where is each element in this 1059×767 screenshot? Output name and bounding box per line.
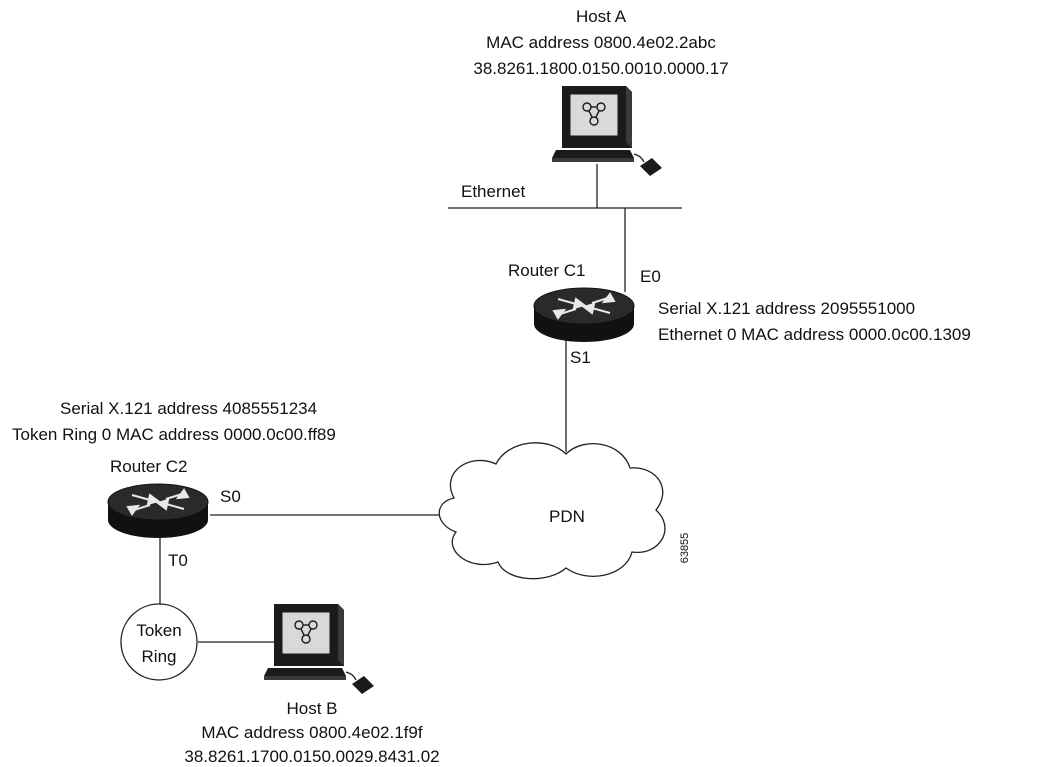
host-a-nsap-address: 38.8261.1800.0150.0010.0000.17 [473, 59, 728, 78]
router-c2-token-ring-mac-address: Token Ring 0 MAC address 0000.0c00.ff89 [12, 425, 336, 444]
router-c1-title: Router C1 [508, 261, 585, 280]
router-c1-ethernet-mac-address: Ethernet 0 MAC address 0000.0c00.1309 [658, 325, 971, 344]
router-c2-x121-address: Serial X.121 address 4085551234 [60, 399, 317, 418]
ethernet-label: Ethernet [461, 182, 526, 201]
token-ring-icon [120, 603, 198, 681]
figure-id: 63855 [679, 533, 691, 564]
router-c2-port-t0: T0 [168, 551, 188, 570]
router-c1-port-s1: S1 [570, 348, 591, 367]
host-a-mac-address: MAC address 0800.4e02.2abc [486, 33, 716, 52]
router-c1-x121-address: Serial X.121 address 2095551000 [658, 299, 915, 318]
host-b-title: Host B [286, 699, 337, 718]
router-c2-port-s0: S0 [220, 487, 241, 506]
router-c2-title: Router C2 [110, 457, 187, 476]
pdn-cloud-icon [438, 442, 666, 580]
host-b-computer-icon [263, 603, 375, 695]
router-c1-icon [533, 287, 635, 343]
router-c1-port-e0: E0 [640, 267, 661, 286]
host-a-title: Host A [576, 7, 627, 26]
pdn-label: PDN [549, 507, 585, 526]
router-c2-icon [107, 483, 209, 539]
token-ring-label-line1: Token [136, 621, 181, 640]
host-b-mac-address: MAC address 0800.4e02.1f9f [201, 723, 422, 742]
host-a-computer-icon [551, 85, 663, 177]
token-ring-label-line2: Ring [142, 647, 177, 666]
host-b-nsap-address: 38.8261.1700.0150.0029.8431.02 [184, 747, 439, 766]
